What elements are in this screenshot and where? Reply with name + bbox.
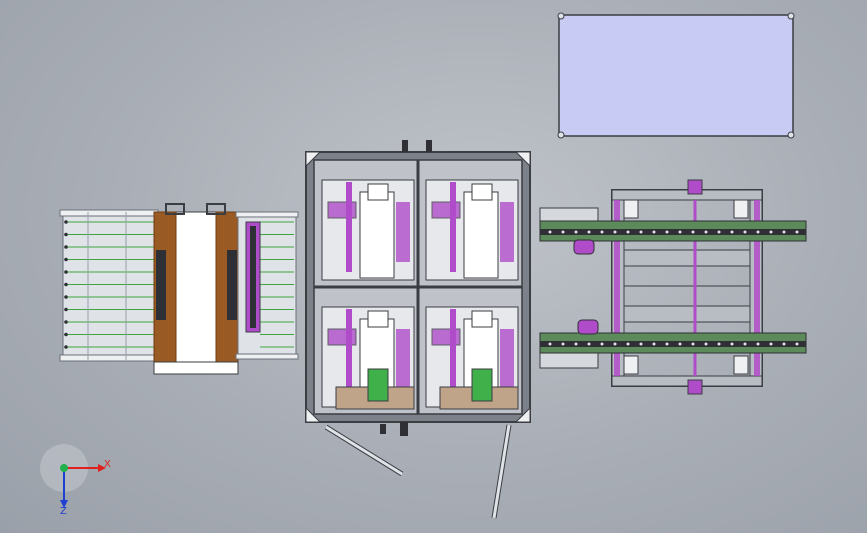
belt-bolt	[782, 230, 786, 234]
module-bracket	[367, 183, 389, 201]
module-rod	[450, 182, 456, 272]
infeed-rollers	[64, 220, 154, 349]
belt-bolt	[548, 342, 552, 346]
module-bracket	[367, 310, 389, 328]
infeed-conveyor[interactable]	[59, 209, 159, 362]
belt-bolt	[704, 230, 708, 234]
belt-bolt	[626, 230, 630, 234]
module-motor	[367, 368, 389, 402]
module-bracket	[471, 183, 493, 201]
outfeed-belt-bottom[interactable]	[539, 319, 807, 354]
belt-bolts	[548, 230, 799, 346]
belt-bolt	[665, 342, 669, 346]
axis-z-label: Z	[60, 506, 67, 517]
module-slot	[359, 191, 395, 279]
module-rod	[450, 309, 456, 399]
belt-bolt	[756, 230, 760, 234]
belt-bolt	[730, 342, 734, 346]
module-rod	[346, 182, 352, 272]
roller-end	[64, 282, 68, 287]
belt-bolt	[717, 230, 721, 234]
belt-bolt	[769, 342, 773, 346]
outfeed-frame[interactable]	[611, 179, 763, 395]
belt-bolt	[587, 342, 591, 346]
module-rod	[346, 309, 352, 399]
axis-triad-icon	[40, 444, 106, 508]
belt-bolt	[574, 342, 578, 346]
module-rod	[500, 202, 514, 262]
roller-end	[64, 295, 68, 299]
belt-bolt	[743, 230, 747, 234]
belt-bolt	[639, 342, 643, 346]
roller-end	[64, 345, 68, 349]
belt-bolt	[678, 342, 682, 346]
roller-end	[64, 232, 68, 237]
top-panel[interactable]	[557, 12, 795, 139]
belt-bolt	[600, 342, 604, 346]
roller-end	[64, 245, 68, 249]
module-rod	[396, 202, 410, 262]
belt-bolt	[561, 230, 565, 234]
outfeed-belt-top[interactable]	[539, 220, 807, 255]
module-rod	[500, 329, 514, 389]
roller-end	[64, 320, 68, 324]
belt-bolt	[587, 230, 591, 234]
belt-bolt	[548, 230, 552, 234]
belt-bolt	[743, 342, 747, 346]
belt-bolt	[626, 342, 630, 346]
belt-bolt	[795, 342, 799, 346]
roller-end	[64, 257, 68, 262]
transfer-conveyor[interactable]	[235, 211, 299, 360]
belt-bolt	[561, 342, 565, 346]
belt-bolt	[717, 342, 721, 346]
module-motor	[471, 368, 493, 402]
forming-modules	[321, 179, 519, 410]
belt-bolt	[613, 342, 617, 346]
roller-end	[64, 220, 68, 224]
belt-bolt	[665, 230, 669, 234]
belt-bolt	[652, 230, 656, 234]
belt-bolt	[639, 230, 643, 234]
belt-bolt	[795, 230, 799, 234]
transfer-rollers	[260, 221, 294, 348]
belt-bolt	[756, 342, 760, 346]
roller-end	[64, 332, 68, 337]
belt-bolt	[574, 230, 578, 234]
support-struts	[324, 424, 512, 519]
belt-bolt	[678, 230, 682, 234]
belt-bolt	[691, 230, 695, 234]
belt-bolt	[730, 230, 734, 234]
belt-bolt	[769, 230, 773, 234]
module-bracket	[471, 310, 493, 328]
belt-bolt	[704, 342, 708, 346]
roller-end	[64, 307, 68, 312]
axis-x-label: X	[104, 459, 111, 470]
belt-bolt	[600, 230, 604, 234]
module-slot	[463, 191, 499, 279]
module-rod	[396, 329, 410, 389]
belt-bolt	[782, 342, 786, 346]
belt-bolt	[691, 342, 695, 346]
belt-bolt	[613, 230, 617, 234]
belt-bolt	[652, 342, 656, 346]
carton-magazine[interactable]	[153, 203, 239, 375]
roller-end	[64, 270, 68, 274]
